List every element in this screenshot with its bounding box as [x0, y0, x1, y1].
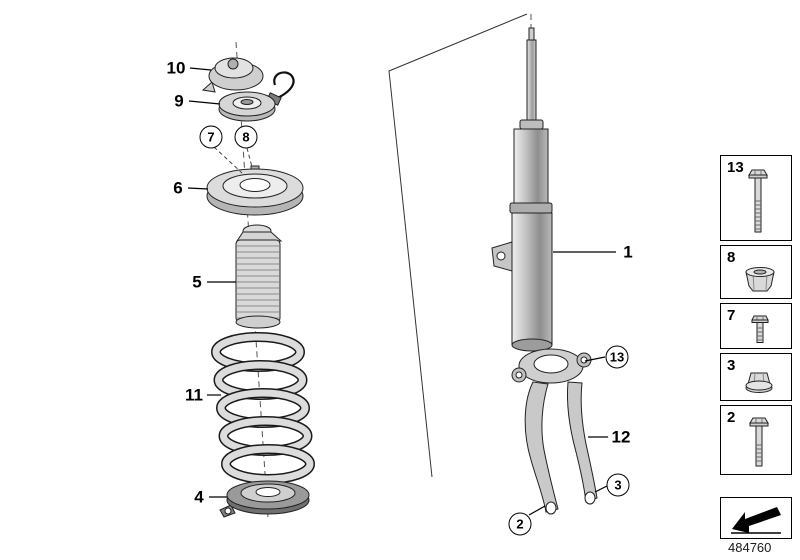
- legend-item-8[interactable]: 8: [720, 245, 792, 299]
- callout-9[interactable]: 9: [174, 91, 184, 111]
- legend-label: 8: [727, 249, 736, 266]
- collar-nut-icon: [745, 267, 775, 292]
- hex-bolt-short-icon: [751, 315, 769, 343]
- callout-7[interactable]: 7: [199, 125, 223, 149]
- leader-lines: [187, 67, 616, 516]
- legend-label: 7: [727, 307, 736, 324]
- legend-label: 2: [727, 409, 736, 426]
- fork-part: [511, 348, 598, 515]
- hex-flange-nut-icon: [745, 372, 773, 393]
- dashed-leader-lines: [213, 146, 253, 174]
- fastener-legend: 13 8 7: [720, 155, 792, 539]
- callout-11[interactable]: 11: [185, 385, 203, 405]
- callout-4[interactable]: 4: [194, 487, 204, 507]
- callout-6[interactable]: 6: [173, 178, 183, 198]
- legend-item-13[interactable]: 13: [720, 155, 792, 241]
- callout-1[interactable]: 1: [623, 242, 633, 262]
- callout-2[interactable]: 2: [508, 512, 532, 536]
- cover-cap-part: [201, 57, 264, 93]
- legend-item-7[interactable]: 7: [720, 303, 792, 349]
- upper-spring-seat-part: [206, 165, 304, 216]
- spring-strut-part: [491, 27, 553, 352]
- legend-label: 3: [727, 357, 736, 374]
- legend-label: 13: [727, 159, 744, 176]
- support-bearing-part: [218, 71, 295, 122]
- coil-spring-part: [211, 332, 315, 484]
- callout-5[interactable]: 5: [192, 272, 202, 292]
- callout-10[interactable]: 10: [166, 58, 186, 78]
- dust-boot-part: [235, 224, 283, 329]
- callout-12[interactable]: 12: [611, 427, 631, 447]
- direction-arrow-box: [720, 497, 792, 539]
- callout-3[interactable]: 3: [606, 473, 630, 497]
- callout-8[interactable]: 8: [234, 125, 258, 149]
- hex-bolt-icon: [749, 417, 769, 467]
- legend-item-2[interactable]: 2: [720, 405, 792, 475]
- group-separator-line: [388, 13, 528, 478]
- direction-arrow-icon: [731, 507, 781, 534]
- legend-item-3[interactable]: 3: [720, 353, 792, 401]
- hex-flange-bolt-long-icon: [748, 169, 768, 233]
- callout-13[interactable]: 13: [605, 345, 629, 369]
- lower-spring-pad-part: [219, 480, 310, 518]
- diagram-part-number: 484760: [728, 540, 772, 555]
